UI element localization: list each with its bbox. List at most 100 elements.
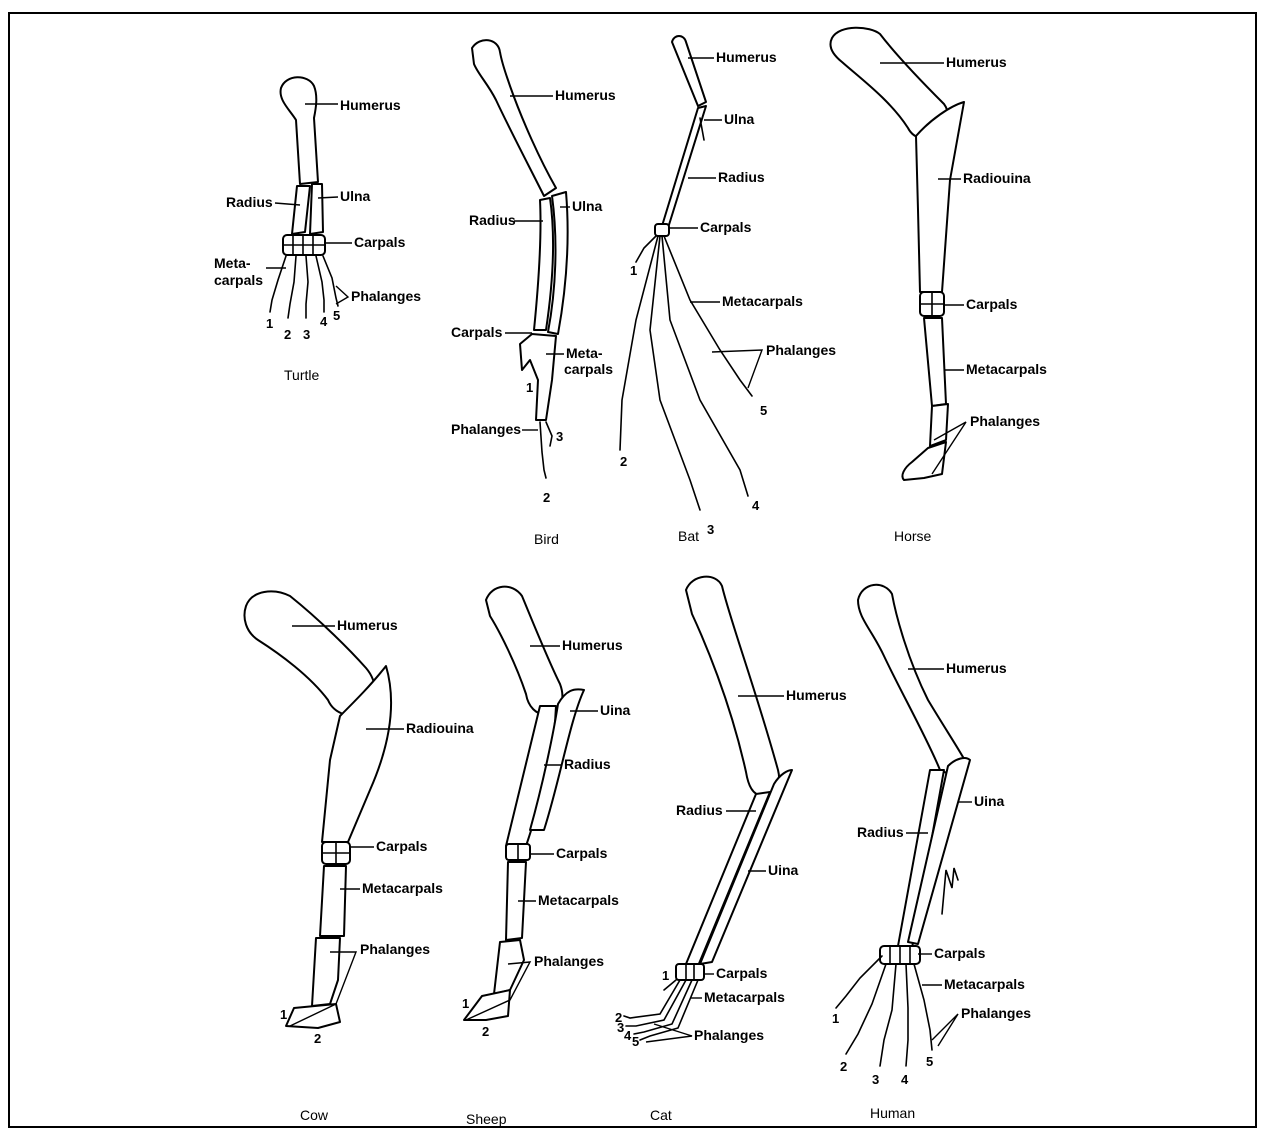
svg-text:3: 3 xyxy=(707,522,714,537)
horse-metacarpals-label: Metacarpals xyxy=(966,361,1047,377)
svg-text:1: 1 xyxy=(526,380,533,395)
bat-humerus xyxy=(672,36,706,106)
bird-caption: Bird xyxy=(534,531,559,547)
svg-text:5: 5 xyxy=(926,1054,933,1069)
horse-carpals-label: Carpals xyxy=(966,296,1018,312)
svg-text:1: 1 xyxy=(832,1011,839,1026)
bird-metacarpals-label: Meta-carpals xyxy=(564,345,613,377)
cat-caption: Cat xyxy=(650,1107,672,1123)
sheep-metacarpals-label: Metacarpals xyxy=(538,892,619,908)
sheep-ulna-label: Uina xyxy=(600,702,631,718)
cat-humerus xyxy=(686,577,779,796)
svg-text:2: 2 xyxy=(482,1024,489,1039)
bat-limb xyxy=(620,36,752,510)
sheep-caption: Sheep xyxy=(466,1111,507,1127)
cat-humerus-label: Humerus xyxy=(786,687,847,703)
horse-caption: Horse xyxy=(894,528,932,544)
cat-radius-label: Radius xyxy=(676,802,723,818)
turtle-ulna xyxy=(310,184,323,234)
bat-caption: Bat xyxy=(678,528,699,544)
svg-text:1: 1 xyxy=(266,316,273,331)
turtle-caption: Turtle xyxy=(284,367,319,383)
svg-text:1: 1 xyxy=(630,263,637,278)
cat-digits xyxy=(624,980,698,1040)
svg-text:5: 5 xyxy=(333,308,340,323)
turtle-radius xyxy=(292,186,310,234)
turtle-humerus-label: Humerus xyxy=(340,97,401,113)
svg-text:3: 3 xyxy=(303,327,310,342)
human-carpals-label: Carpals xyxy=(934,945,986,961)
human-phalanges-label: Phalanges xyxy=(961,1005,1031,1021)
bat-humerus-label: Humerus xyxy=(716,49,777,65)
bat-digits xyxy=(620,236,752,510)
svg-text:2: 2 xyxy=(284,327,291,342)
cow-humerus-label: Humerus xyxy=(337,617,398,633)
human-digits xyxy=(836,956,932,1066)
horse-phalanges-label: Phalanges xyxy=(970,413,1040,429)
cow-phalanges xyxy=(312,938,340,1006)
horse-radioulna xyxy=(916,102,964,292)
svg-text:2: 2 xyxy=(840,1059,847,1074)
horse-radioulna-label: Radiouina xyxy=(963,170,1031,186)
cow-metacarpal xyxy=(320,866,346,936)
turtle-digits xyxy=(270,256,338,318)
sheep-humerus-label: Humerus xyxy=(562,637,623,653)
svg-text:2: 2 xyxy=(314,1031,321,1046)
svg-text:1: 1 xyxy=(280,1007,287,1022)
svg-text:5: 5 xyxy=(632,1034,639,1049)
cow-limb xyxy=(245,591,392,1028)
cat-digit-numbers: 1 2 3 4 5 xyxy=(615,968,669,1049)
turtle-digit-numbers: 1 2 3 4 5 xyxy=(266,308,340,342)
svg-text:3: 3 xyxy=(872,1072,879,1087)
human-signature xyxy=(942,868,958,914)
sheep-humerus xyxy=(486,587,562,715)
cat-carpals xyxy=(676,964,704,980)
bat-carpals xyxy=(655,224,669,236)
svg-text:4: 4 xyxy=(624,1028,632,1043)
cow-phalanges-label: Phalanges xyxy=(360,941,430,957)
bird-ulna-label: Ulna xyxy=(572,198,603,214)
bat-radius-label: Radius xyxy=(718,169,765,185)
horse-pastern xyxy=(930,404,948,446)
bird-humerus xyxy=(472,40,556,196)
svg-text:2: 2 xyxy=(620,454,627,469)
turtle-carpals-label: Carpals xyxy=(354,234,406,250)
turtle-phalanges-label: Phalanges xyxy=(351,288,421,304)
cow-carpals-label: Carpals xyxy=(376,838,428,854)
cat-metacarpals-label: Metacarpals xyxy=(704,989,785,1005)
cat-ulna-label: Uina xyxy=(768,862,799,878)
cow-caption: Cow xyxy=(300,1107,329,1123)
bird-carpals-label: Carpals xyxy=(451,324,503,340)
svg-text:2: 2 xyxy=(543,490,550,505)
bird-limb xyxy=(472,40,568,478)
bat-carpals-label: Carpals xyxy=(700,219,752,235)
svg-text:4: 4 xyxy=(901,1072,909,1087)
horse-hoof xyxy=(902,442,946,480)
turtle-metacarpals-label: Meta-carpals xyxy=(214,255,263,288)
human-caption: Human xyxy=(870,1105,915,1121)
turtle-radius-label: Radius xyxy=(226,194,273,210)
bird-humerus-label: Humerus xyxy=(555,87,616,103)
bird-phalanges-label: Phalanges xyxy=(451,421,521,437)
svg-text:1: 1 xyxy=(662,968,669,983)
cat-radius xyxy=(686,792,770,966)
svg-text:4: 4 xyxy=(320,314,328,329)
sheep-phalanges xyxy=(494,940,524,994)
turtle-ulna-label: Ulna xyxy=(340,188,371,204)
sheep-phalanges-label: Phalanges xyxy=(534,953,604,969)
bat-ulna-label: Ulna xyxy=(724,111,755,127)
bat-metacarpals-label: Metacarpals xyxy=(722,293,803,309)
bird-radius-label: Radius xyxy=(469,212,516,228)
bird-carpometacarpus xyxy=(520,334,556,420)
human-humerus xyxy=(858,585,968,774)
sheep-carpals-label: Carpals xyxy=(556,845,608,861)
human-ulna-label: Uina xyxy=(974,793,1005,809)
cow-radioulna-label: Radiouina xyxy=(406,720,474,736)
human-humerus-label: Humerus xyxy=(946,660,1007,676)
horse-limb xyxy=(830,28,964,480)
human-radius-label: Radius xyxy=(857,824,904,840)
turtle-humerus xyxy=(281,77,318,184)
horse-humerus-label: Humerus xyxy=(946,54,1007,70)
sheep-hoof xyxy=(464,990,510,1020)
